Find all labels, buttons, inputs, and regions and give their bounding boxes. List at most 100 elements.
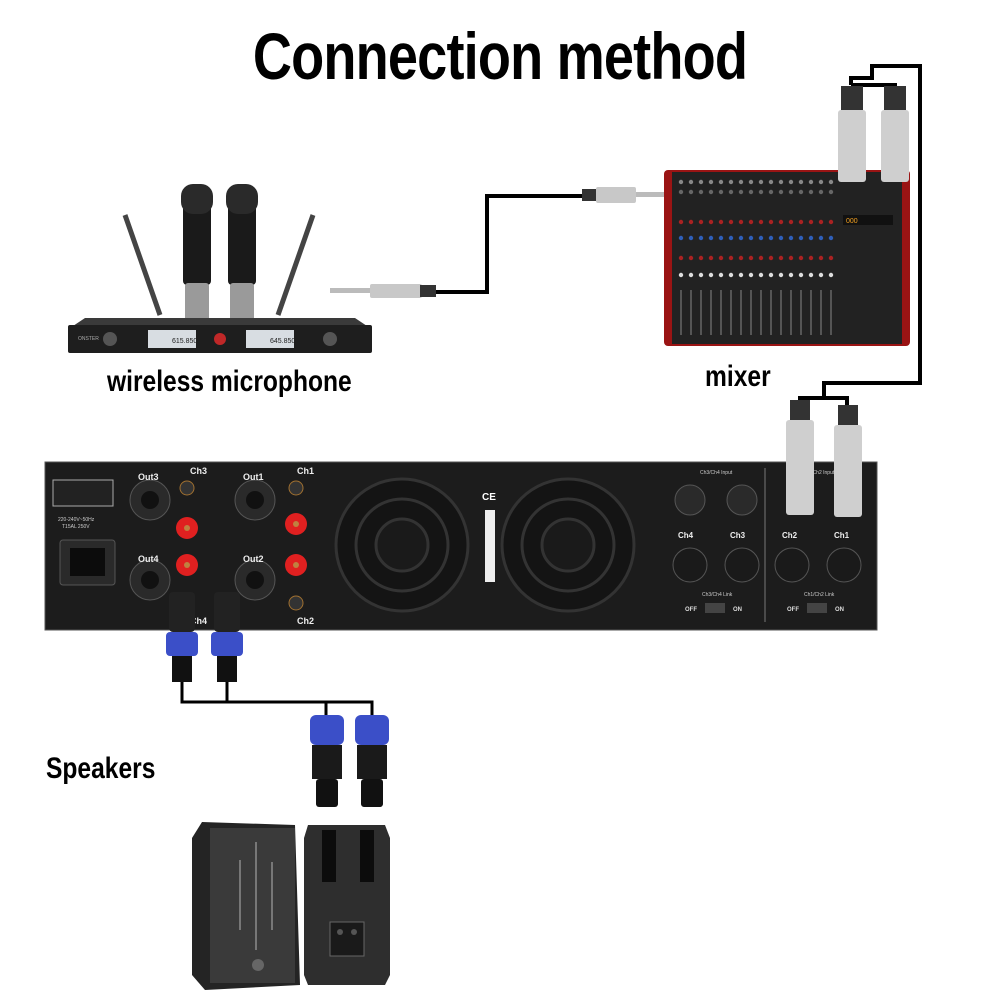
mixer-knob	[808, 189, 814, 195]
mixer-knob	[718, 189, 724, 195]
mixer-knob	[708, 255, 714, 261]
mixer-knob	[708, 272, 714, 278]
mixer-fader	[750, 290, 752, 335]
svg-text:OFF: OFF	[787, 607, 799, 613]
mixer-knob	[828, 272, 834, 278]
cable-amp-to-speakers	[180, 682, 374, 715]
svg-text:220-240V~50Hz: 220-240V~50Hz	[58, 517, 95, 523]
svg-text:Out2: Out2	[243, 554, 264, 564]
svg-text:Out4: Out4	[138, 554, 159, 564]
mixer-knob	[818, 235, 824, 241]
mixer-knob	[828, 179, 834, 185]
mixer-knob	[758, 272, 764, 278]
mixer-knob	[688, 219, 694, 225]
mixer-knob	[708, 179, 714, 185]
mixer-knob	[788, 189, 794, 195]
mixer-knob	[788, 219, 794, 225]
mixer-display	[843, 215, 893, 225]
speaker-rear	[304, 825, 390, 985]
mixer-fader	[790, 290, 792, 335]
svg-text:ON: ON	[733, 607, 742, 613]
mixer-knob	[818, 272, 824, 278]
mixer-knob	[718, 179, 724, 185]
mixer-knob	[738, 179, 744, 185]
cooling-fan-left	[334, 477, 470, 613]
xlr-plug-mixer-1	[838, 86, 866, 182]
mixer-fader	[740, 290, 742, 335]
mixer-console: 000	[664, 170, 910, 346]
mixer-knob	[748, 255, 754, 261]
mixer-knob	[688, 255, 694, 261]
mixer-fader	[680, 290, 682, 335]
mixer-knob	[698, 179, 704, 185]
mixer-knob	[748, 219, 754, 225]
mixer-knob	[728, 189, 734, 195]
mixer-knob	[778, 235, 784, 241]
mixer-knob	[728, 219, 734, 225]
mixer-knob	[808, 179, 814, 185]
mixer-knob	[728, 235, 734, 241]
svg-text:Ch2: Ch2	[297, 616, 314, 626]
mixer-knob	[808, 235, 814, 241]
volume-knob-right	[323, 332, 337, 346]
mixer-knob	[678, 189, 684, 195]
mixer-knob	[768, 255, 774, 261]
jack-plug-mixer	[582, 187, 676, 203]
binding-posts	[176, 480, 307, 611]
mixer-knob	[798, 189, 804, 195]
link-switch-ch1-ch2[interactable]	[807, 603, 827, 613]
mixer-knob	[748, 179, 754, 185]
svg-text:T15AL 250V: T15AL 250V	[62, 524, 90, 530]
lcd-display-b	[246, 330, 294, 348]
handheld-mic-1	[181, 184, 213, 321]
speakon-plug-amp-2	[211, 592, 243, 682]
jack-plug-mic	[330, 284, 436, 298]
mixer-knob	[728, 179, 734, 185]
mixer-knob	[698, 255, 704, 261]
page-title: Connection method	[252, 19, 748, 93]
mixer-fader	[690, 290, 692, 335]
mixer-knob	[708, 235, 714, 241]
mixer-knob	[738, 219, 744, 225]
mixer-knob	[818, 179, 824, 185]
mixer-knob	[738, 235, 744, 241]
cable-mic-to-mixer	[436, 194, 582, 294]
lcd-freq-a: 615.850	[172, 338, 197, 345]
link-switch-ch3-ch4[interactable]	[705, 603, 725, 613]
mixer-fader	[830, 290, 832, 335]
mixer-knob	[808, 219, 814, 225]
mixer-knob	[728, 272, 734, 278]
mixer-knob	[688, 272, 694, 278]
mixer-knob	[798, 272, 804, 278]
volume-knob-left	[103, 332, 117, 346]
mixer-knob	[698, 235, 704, 241]
mixer-knob	[818, 255, 824, 261]
mixer-knob	[698, 189, 704, 195]
svg-text:000: 000	[846, 218, 858, 225]
mixer-knob	[678, 272, 684, 278]
speakon-out2	[234, 559, 276, 601]
svg-text:Ch3: Ch3	[730, 531, 746, 540]
xlr-plug-amp-1	[786, 400, 814, 515]
mixer-knob	[678, 219, 684, 225]
svg-text:Out1: Out1	[243, 472, 264, 482]
mixer-knob	[788, 255, 794, 261]
mixer-knob	[748, 272, 754, 278]
caution-label	[52, 479, 114, 507]
mixer-knob	[728, 255, 734, 261]
mixer-knob	[828, 189, 834, 195]
label-wireless-microphone: wireless microphone	[107, 365, 352, 398]
mixer-fader	[730, 290, 732, 335]
mixer-knob	[758, 235, 764, 241]
mixer-knob	[688, 235, 694, 241]
speaker-logo	[252, 959, 264, 971]
mixer-knob	[678, 179, 684, 185]
mixer-knob	[758, 255, 764, 261]
mixer-knob	[798, 219, 804, 225]
mixer-knob	[748, 235, 754, 241]
mixer-knob	[698, 272, 704, 278]
mixer-knob	[688, 179, 694, 185]
mixer-knob	[768, 179, 774, 185]
mixer-knob	[768, 219, 774, 225]
speaker-handle-left	[322, 830, 336, 882]
